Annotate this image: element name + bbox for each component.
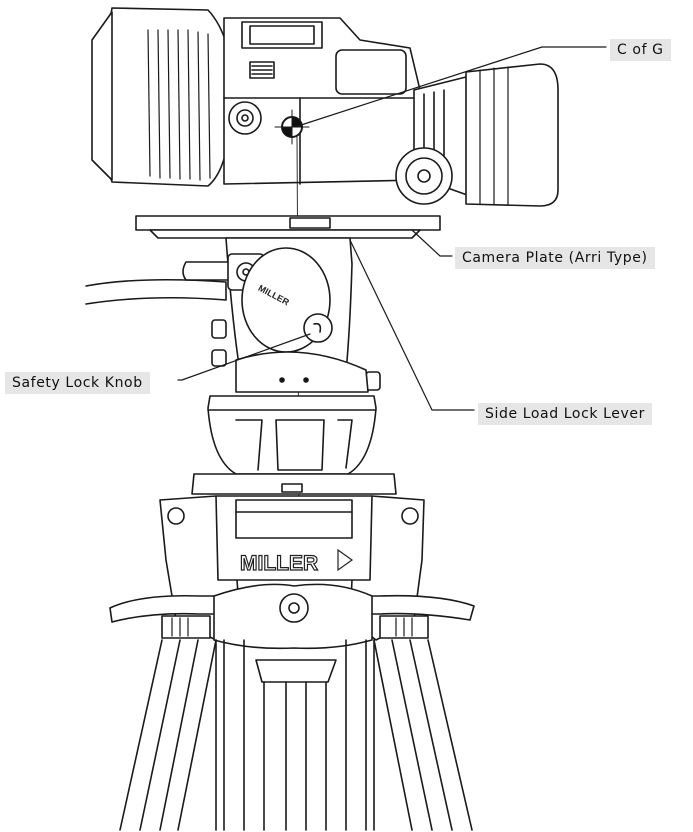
spreader-logo-text: MILLER <box>240 552 318 575</box>
c-of-g-label: C of G <box>610 39 671 61</box>
tripod <box>109 473 475 831</box>
safety-lock-knob-label: Safety Lock Knob <box>5 372 150 394</box>
side-load-lock-lever-label: Side Load Lock Lever <box>478 403 652 425</box>
camera-body <box>91 7 559 207</box>
leader-camera-plate <box>411 229 453 257</box>
fluid-head <box>85 237 381 475</box>
spreader-logo: MILLER <box>239 548 354 576</box>
callout-leaders <box>177 46 607 411</box>
camera-plate <box>135 215 441 239</box>
leader-safety-lock <box>177 333 311 381</box>
play-arrow-icon <box>337 548 354 572</box>
camera-plate-label: Camera Plate (Arri Type) <box>455 247 655 269</box>
leader-side-load <box>349 239 475 411</box>
leader-c-of-g <box>297 46 607 127</box>
